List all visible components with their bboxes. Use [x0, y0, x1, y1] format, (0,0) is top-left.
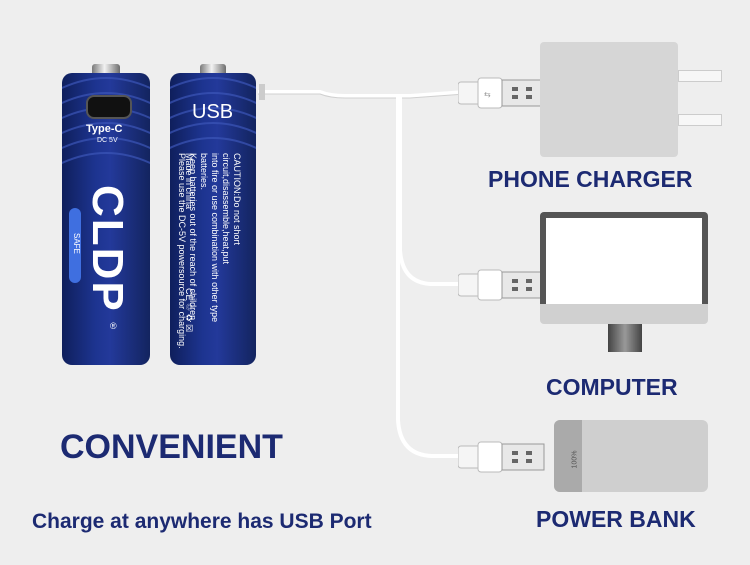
power-bank-icon: 100%	[554, 420, 708, 492]
type-c-port	[86, 95, 132, 119]
usb-plug-charger: ⇆	[458, 77, 545, 109]
svg-text:⇆: ⇆	[484, 90, 491, 99]
brand-logo: CLDP	[83, 185, 132, 313]
computer-monitor-icon	[540, 212, 708, 324]
spec-label: DC 5V	[97, 137, 118, 144]
battery-left-cap	[92, 64, 120, 74]
computer-label: COMPUTER	[546, 374, 678, 400]
certification-marks: CE ♲ ♻ ☒	[184, 288, 194, 333]
made-in-label: Made in china	[184, 153, 194, 210]
computer-stand	[608, 324, 642, 352]
safe-label: SAFE	[72, 233, 81, 254]
power-bank-label: POWER BANK	[536, 506, 696, 532]
wave-pattern-icon	[62, 77, 150, 165]
wave-pattern-icon	[170, 77, 256, 149]
safe-badge	[69, 208, 81, 283]
usb-label: USB	[192, 101, 234, 123]
power-bank-level: 100%	[571, 450, 579, 469]
registered-mark: ®	[110, 321, 117, 331]
headline: CONVENIENT	[60, 428, 283, 466]
phone-charger-icon	[540, 42, 722, 157]
battery-right-cap	[200, 64, 226, 74]
usb-plug-power-bank	[458, 441, 545, 473]
port-label: Type-C	[86, 123, 123, 135]
battery-left: Type-C DC 5V SAFE CLDP ®	[62, 73, 150, 365]
battery-right: USB CAUTION:Do not short circuit,disasse…	[170, 73, 256, 365]
usb-plug-computer	[458, 269, 545, 301]
tagline: Charge at anywhere has USB Port	[32, 510, 372, 533]
phone-charger-label: PHONE CHARGER	[488, 166, 693, 192]
